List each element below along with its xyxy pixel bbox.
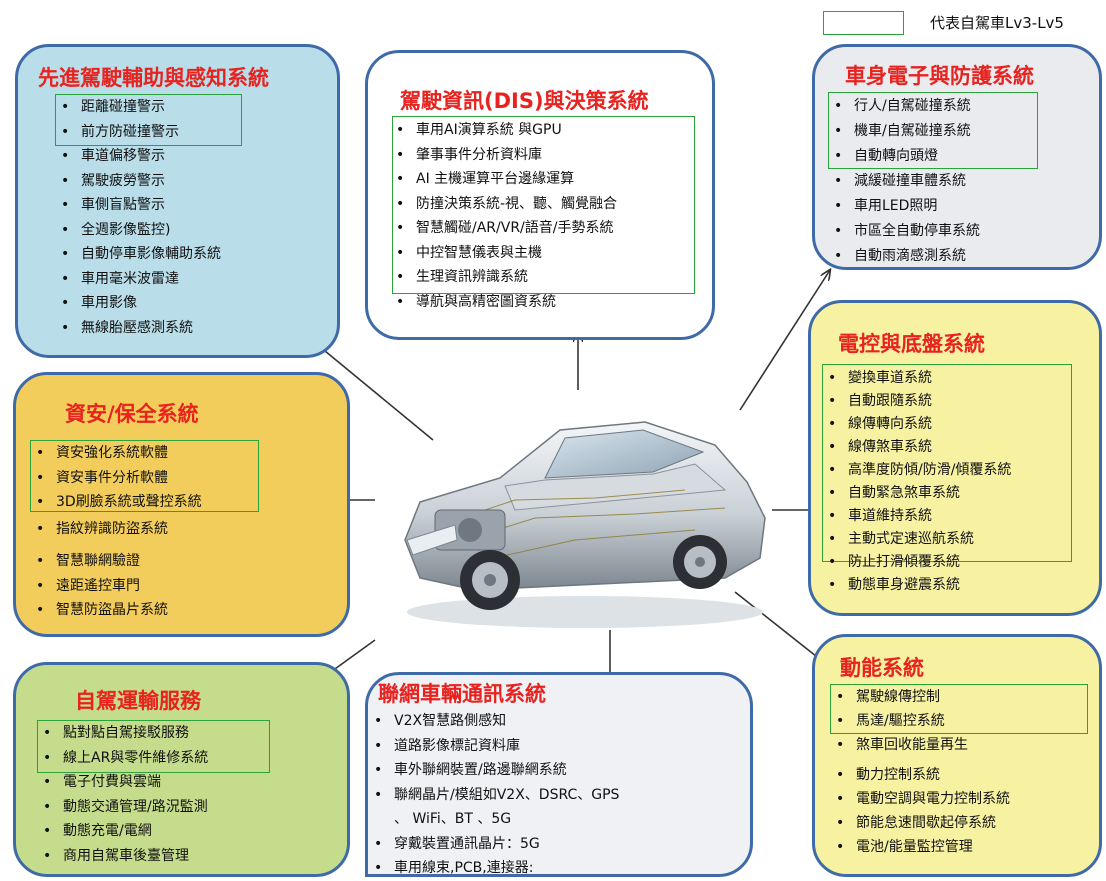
dis-item: 肇事事件分析資料庫 — [390, 143, 617, 168]
security-list: 資安強化系統軟體資安事件分析軟體3D刷臉系統或聲控系統指紋辨識防盜系統智慧聯網驗… — [30, 441, 202, 623]
dis-item: 導航與高精密圖資系統 — [390, 290, 617, 315]
adas-item: 無線胎壓感測系統 — [55, 316, 221, 341]
power-list: 駕駛線傳控制馬達/驅控系統煞車回收能量再生動力控制系統電動空調與電力控制系統節能… — [830, 685, 1010, 859]
autonomous-title: 自駕運輸服務 — [75, 689, 201, 713]
adas-title: 先進駕駛輔助與感知系統 — [38, 66, 269, 90]
adas-item: 自動停車影像輔助系統 — [55, 242, 221, 267]
body-item: 自動雨滴感測系統 — [828, 244, 980, 269]
adas-item: 距離碰撞警示 — [55, 95, 221, 120]
front-wheel — [460, 550, 520, 610]
adas-item: 車側盲點警示 — [55, 193, 221, 218]
dis-item: 生理資訊辨識系統 — [390, 265, 617, 290]
dis-item: 智慧觸碰/AR/VR/語音/手勢系統 — [390, 216, 617, 241]
security-item: 資安強化系統軟體 — [30, 441, 202, 466]
body-item: 市區全自動停車系統 — [828, 219, 980, 244]
car-icon — [404, 421, 766, 628]
chassis-item: 車道維持系統 — [822, 505, 1011, 528]
chassis-list: 變換車道系統自動跟隨系統線傳轉向系統線傳煞車系統高準度防傾/防滑/傾覆系統自動緊… — [822, 367, 1011, 597]
v2x-item: 穿戴裝置通訊晶片：5G — [368, 832, 619, 857]
power-item: 電池/能量監控管理 — [830, 835, 1010, 859]
autonomous-item: 商用自駕車後臺管理 — [37, 844, 208, 869]
v2x-title: 聯網車輛通訊系統 — [378, 682, 546, 706]
power-title: 動能系統 — [840, 656, 924, 680]
chassis-item: 防止打滑傾覆系統 — [822, 551, 1011, 574]
arrow-to-power — [734, 591, 826, 664]
dis-item: 車用AI演算系統 與GPU — [390, 118, 617, 143]
legend-label: 代表自駕車Lv3-Lv5 — [930, 14, 1064, 32]
power-item: 電動空調與電力控制系統 — [830, 787, 1010, 811]
security-title: 資安/保全系統 — [65, 402, 199, 426]
legend-swatch — [823, 11, 904, 35]
autonomous-item: 點對點自駕接駁服務 — [37, 721, 208, 746]
body-item: 機車/自駕碰撞系統 — [828, 119, 980, 144]
chassis-item: 線傳轉向系統 — [822, 413, 1011, 436]
chassis-title: 電控與底盤系統 — [838, 332, 985, 356]
chassis-item: 自動緊急煞車系統 — [822, 482, 1011, 505]
autonomous-item: 動態充電/電網 — [37, 819, 208, 844]
chassis-item: 動態車身避震系統 — [822, 574, 1011, 597]
autonomous-item: 線上AR與零件維修系統 — [37, 746, 208, 771]
v2x-item: 車用線束,PCB,連接器: — [368, 856, 619, 881]
autonomous-item: 電子付費與雲端 — [37, 770, 208, 795]
rear-wheel — [673, 535, 727, 589]
power-item: 馬達/驅控系統 — [830, 709, 1010, 733]
chassis-item: 變換車道系統 — [822, 367, 1011, 390]
power-item: 動力控制系統 — [830, 763, 1010, 787]
adas-item: 駕駛疲勞警示 — [55, 169, 221, 194]
body-list: 行人/自駕碰撞系統機車/自駕碰撞系統自動轉向頭燈減緩碰撞車體系統車用LED照明市… — [828, 94, 980, 269]
autonomous-item: 動態交通管理/路況監測 — [37, 795, 208, 820]
body-title: 車身電子與防護系統 — [845, 64, 1034, 88]
security-item: 資安事件分析軟體 — [30, 466, 202, 491]
security-item: 3D刷臉系統或聲控系統 — [30, 490, 202, 515]
security-item: 遠距遙控車門 — [30, 574, 202, 599]
v2x-item: 車外聯網裝置/路邊聯網系統 — [368, 758, 619, 783]
body-item: 減緩碰撞車體系統 — [828, 169, 980, 194]
chassis-item: 線傳煞車系統 — [822, 436, 1011, 459]
v2x-item: V2X智慧路側感知 — [368, 709, 619, 734]
chassis-item: 自動跟隨系統 — [822, 390, 1011, 413]
dis-title: 駕駛資訊(DIS)與決策系統 — [400, 89, 649, 113]
power-item: 節能怠速間歇起停系統 — [830, 811, 1010, 835]
adas-item: 車用影像 — [55, 291, 221, 316]
adas-list: 距離碰撞警示前方防碰撞警示車道偏移警示駕駛疲勞警示車側盲點警示全週影像監控)自動… — [55, 95, 221, 340]
power-item: 駕駛線傳控制 — [830, 685, 1010, 709]
dis-item: 中控智慧儀表與主機 — [390, 241, 617, 266]
chassis-item: 高準度防傾/防滑/傾覆系統 — [822, 459, 1011, 482]
adas-item: 車用毫米波雷達 — [55, 267, 221, 292]
body-item: 自動轉向頭燈 — [828, 144, 980, 169]
autonomous-list: 點對點自駕接駁服務線上AR與零件維修系統電子付費與雲端動態交通管理/路況監測動態… — [37, 721, 208, 868]
dis-item: 防撞決策系統-視、聽、觸覺融合 — [390, 192, 617, 217]
adas-item: 前方防碰撞警示 — [55, 120, 221, 145]
security-item: 智慧防盜晶片系統 — [30, 598, 202, 623]
power-item: 煞車回收能量再生 — [830, 733, 1010, 757]
v2x-item-continuation: 、 WiFi、BT 、5G — [394, 811, 512, 827]
adas-item: 全週影像監控) — [55, 218, 221, 243]
security-item: 智慧聯網驗證 — [30, 549, 202, 574]
chassis-item: 主動式定速巡航系統 — [822, 528, 1011, 551]
adas-item: 車道偏移警示 — [55, 144, 221, 169]
v2x-item: 聯網晶片/模組如V2X、DSRC、GPS — [368, 783, 619, 808]
dis-item: AI 主機運算平台邊緣運算 — [390, 167, 617, 192]
arrow-to-body — [739, 270, 830, 411]
body-item: 行人/自駕碰撞系統 — [828, 94, 980, 119]
v2x-list: V2X智慧路側感知道路影像標記資料庫車外聯網裝置/路邊聯網系統聯網晶片/模組如V… — [368, 709, 619, 881]
security-item: 指紋辨識防盜系統 — [30, 517, 202, 542]
body-item: 車用LED照明 — [828, 194, 980, 219]
v2x-item: 道路影像標記資料庫 — [368, 734, 619, 759]
dis-list: 車用AI演算系統 與GPU肇事事件分析資料庫AI 主機運算平台邊緣運算防撞決策系… — [390, 118, 617, 314]
